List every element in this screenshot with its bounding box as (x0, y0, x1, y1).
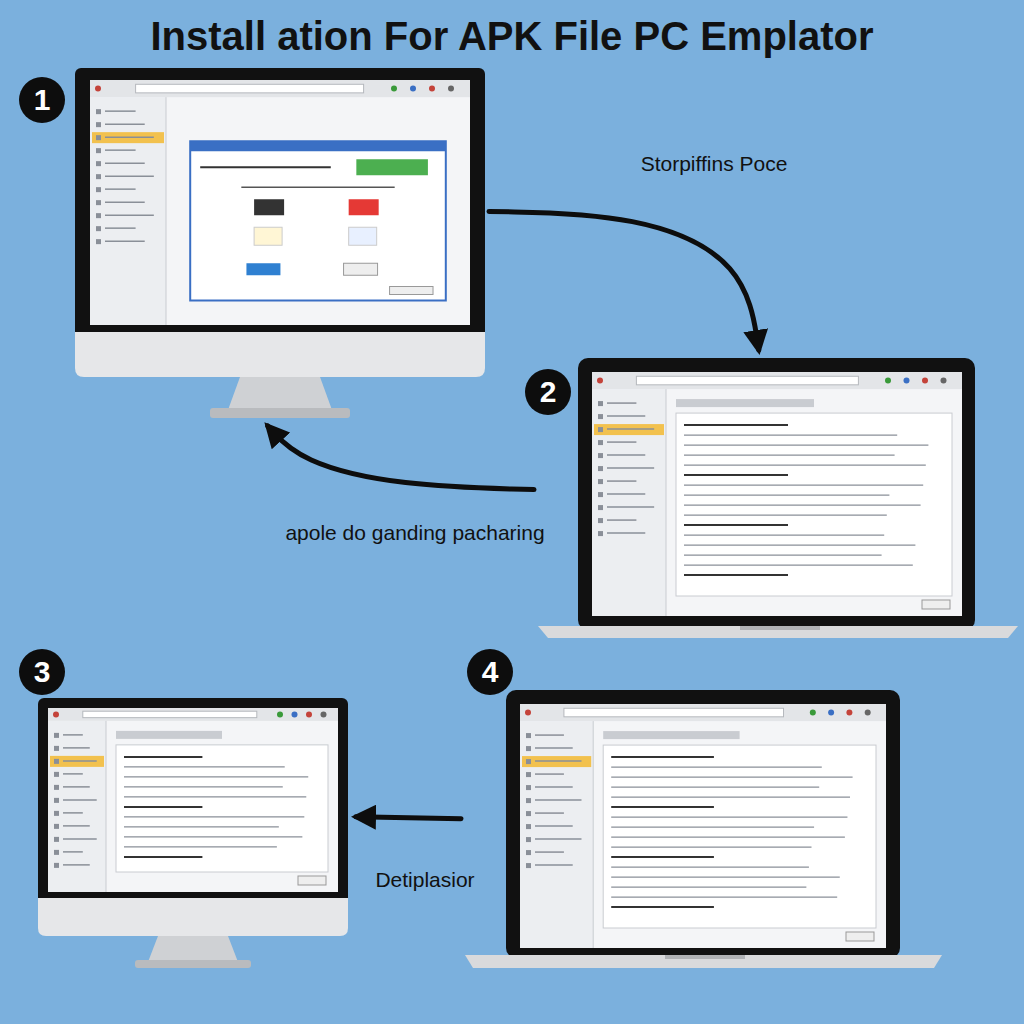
diagram-title: Install ation For APK File PC Emplator (0, 14, 1024, 59)
monitor-chin (38, 898, 348, 936)
monitor-stand (148, 936, 238, 962)
edge-label: Detiplasior (375, 868, 474, 892)
screen-ui (90, 80, 470, 325)
device-screen: 3 (38, 698, 348, 968)
screen-ui (48, 708, 338, 892)
edge-label: Storpiffins Poce (641, 152, 788, 176)
edge-label: apole do ganding pacharing (285, 521, 544, 545)
screen-ui (592, 372, 962, 616)
laptop-lid (578, 358, 975, 630)
callout-number: 3 (19, 649, 65, 695)
screen-ui (520, 704, 886, 948)
laptop-lid (506, 690, 900, 958)
device-screen: 4 (465, 690, 942, 970)
monitor-base (210, 408, 350, 418)
monitor-bezel (38, 698, 348, 905)
callout-number: 2 (525, 369, 571, 415)
monitor-stand (228, 377, 332, 410)
laptop-base (538, 626, 1018, 638)
callout-number: 1 (19, 77, 65, 123)
device-screen: 1 (75, 68, 485, 418)
flow-arrow (489, 212, 759, 351)
laptop-base (465, 955, 942, 968)
monitor-bezel (75, 68, 485, 340)
monitor-base (135, 960, 251, 968)
flow-arrow (268, 426, 534, 490)
laptop-notch (740, 626, 820, 630)
device-screen: 2 (538, 358, 1018, 638)
callout-number: 4 (467, 649, 513, 695)
monitor-chin (75, 332, 485, 377)
laptop-notch (665, 955, 745, 959)
flow-arrow (356, 817, 461, 819)
